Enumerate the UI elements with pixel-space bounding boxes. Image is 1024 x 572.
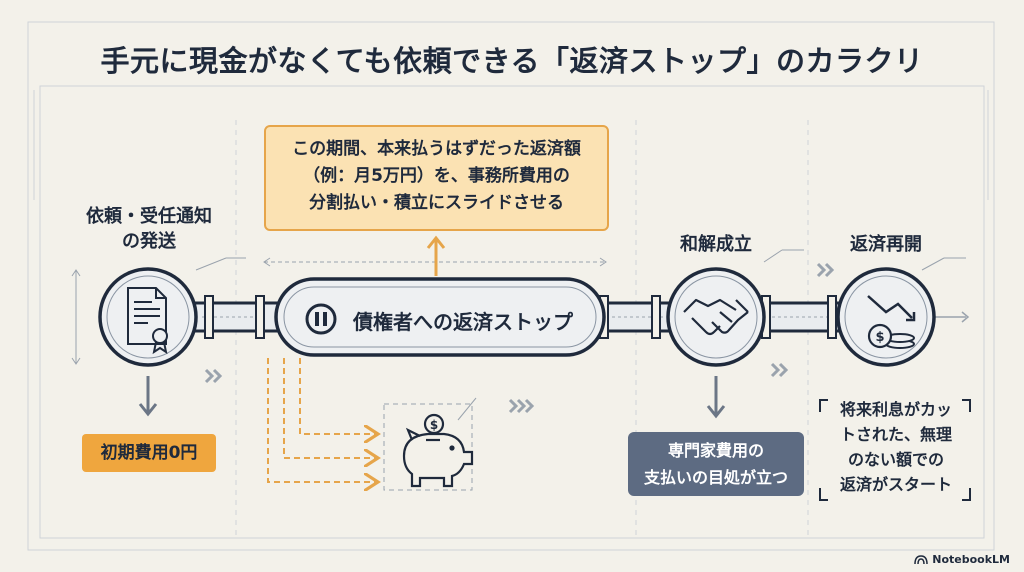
flow-arrows [138,235,726,419]
step-repayment-stop-label: 債権者への返済ストップ [353,310,573,334]
pause-icon [305,303,337,335]
flow-chevrons [204,262,835,414]
coins-down-arrow-icon: $ [867,295,916,349]
piggy-bank-icon: $ [402,413,474,488]
top-note-line: （例：月5万円）を、事務所費用の [303,166,570,186]
resume-note-line: トされた、無理 [839,425,952,444]
svg-text:$: $ [875,330,884,345]
node-resume: $ [836,267,936,367]
notebooklm-logo-icon [914,554,928,564]
node-settlement [666,267,766,367]
initial-fee-badge: 初期費用0円 [82,434,216,472]
handshake-icon [683,298,749,336]
top-note-box: この期間、本来払うはずだった返済額 （例：月5万円）を、事務所費用の 分割払い・… [264,125,609,231]
node-repayment-stop [274,277,606,357]
step-request-label-line: の発送 [122,231,176,252]
resume-note: 将来利息がカッ トされた、無理 のない額での 返済がスタート [820,393,972,501]
svg-text:$: $ [430,418,438,432]
expert-fee-badge: 専門家費用の 支払いの目処が立つ [628,432,804,496]
page-title: 手元に現金がなくても依頼できる「返済ストップ」のカラクリ [100,44,924,78]
top-note-line: この期間、本来払うはずだった返済額 [292,139,581,159]
note-brackets [819,399,971,501]
expert-fee-line: 専門家費用の [667,441,764,460]
document-seal-icon [127,287,168,355]
resume-note-line: のない額での [847,450,944,469]
savings-flow [267,358,376,482]
resume-note-line: 返済がスタート [839,475,952,494]
step-request-label: 依頼・受任通知 の発送 [64,204,234,254]
node-request [98,267,198,367]
brand-name: NotebookLM [932,553,1010,566]
expert-fee-line: 支払いの目処が立つ [643,468,788,487]
resume-note-line: 将来利息がカッ [839,400,952,419]
step-settlement-label: 和解成立 [680,234,752,255]
step-request-label-line: 依頼・受任通知 [86,206,212,227]
brand-mark: NotebookLM [914,553,1010,566]
step-resume-label: 返済再開 [850,234,922,255]
top-note-line: 分割払い・積立にスライドさせる [309,193,564,213]
